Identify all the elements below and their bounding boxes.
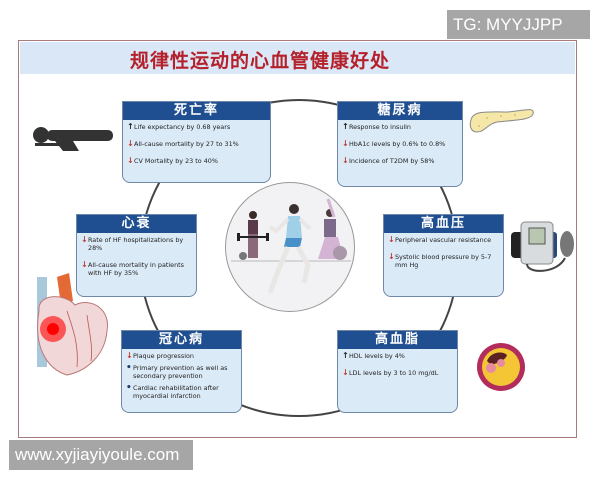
arrow-down-icon: ↓: [342, 139, 349, 148]
mortality-box: 死亡率 ↑Life expectancy by 0.68 years ↓All-…: [122, 101, 271, 183]
list-item: ↑Life expectancy by 0.68 years: [127, 122, 231, 132]
arrow-down-icon: ↓: [388, 235, 395, 244]
watermark-top: TG: MYYJJPP: [447, 10, 590, 39]
list-item: ↓All-cause mortality by 27 to 31%: [127, 139, 239, 149]
bullet-icon: •: [126, 383, 132, 393]
box-title: 心衰: [77, 215, 196, 233]
list-item: ↓Peripheral vascular resistance: [388, 235, 492, 245]
pancreas-icon: [469, 109, 534, 133]
coronary-disease-box: 冠心病 ↓Plaque progression •Primary prevent…: [121, 330, 242, 413]
list-item: ↓Incidence of T2DM by 58%: [342, 156, 435, 166]
list-item: •Cardiac rehabilitation after myocardial…: [126, 383, 219, 401]
lying-person-icon: [33, 127, 113, 151]
list-item: ↓LDL levels by 3 to 10 mg/dL: [342, 368, 439, 378]
exercise-people-illustration: [225, 182, 355, 312]
heart-icon: [37, 273, 108, 376]
list-item: ↓HbA1c levels by 0.6% to 0.8%: [342, 139, 446, 149]
bullet-icon: •: [126, 363, 132, 373]
arrow-down-icon: ↓: [127, 139, 134, 148]
infographic-frame: 规律性运动的心血管健康好处: [18, 40, 577, 438]
list-item: ↓Plaque progression: [126, 351, 194, 361]
box-title: 高血脂: [338, 331, 457, 349]
arrow-down-icon: ↓: [342, 368, 349, 377]
arrow-down-icon: ↓: [388, 252, 395, 261]
hypertension-box: 高血压 ↓Peripheral vascular resistance ↓Sys…: [383, 214, 504, 297]
list-item: ↓Systolic blood pressure by 5-7 mm Hg: [388, 252, 492, 270]
arrow-up-icon: ↑: [342, 351, 349, 360]
box-title: 死亡率: [123, 102, 270, 120]
box-title: 冠心病: [122, 331, 241, 349]
list-item: ↓All-cause mortality in patients with HF…: [81, 260, 184, 278]
arrow-down-icon: ↓: [81, 235, 88, 244]
watermark-bottom: www.xyjiayiyoule.com: [9, 440, 193, 470]
list-item: •Primary prevention as well as secondary…: [126, 363, 228, 381]
arrow-up-icon: ↑: [127, 122, 134, 131]
arrow-down-icon: ↓: [126, 351, 133, 360]
list-item: ↓CV Mortality by 23 to 40%: [127, 156, 218, 166]
heart-failure-box: 心衰 ↓Rate of HF hospitalizations by 28% ↓…: [76, 214, 197, 297]
box-title: 糖尿病: [338, 102, 462, 120]
blood-pressure-monitor-icon: [511, 221, 574, 272]
box-title: 高血压: [384, 215, 503, 233]
list-item: ↓Rate of HF hospitalizations by 28%: [81, 235, 184, 253]
arrow-down-icon: ↓: [342, 156, 349, 165]
infographic-title: 规律性运动的心血管健康好处: [130, 50, 391, 72]
list-item: ↑HDL levels by 4%: [342, 351, 405, 361]
arrow-down-icon: ↓: [81, 260, 88, 269]
arrow-down-icon: ↓: [127, 156, 134, 165]
hyperlipidemia-box: 高血脂 ↑HDL levels by 4% ↓LDL levels by 3 t…: [337, 330, 458, 413]
exercise-people-icon: [231, 198, 351, 294]
list-item: ↑Response to insulin: [342, 122, 411, 132]
title-band: 规律性运动的心血管健康好处: [20, 42, 575, 74]
artery-plaque-icon: [477, 343, 525, 391]
diabetes-box: 糖尿病 ↑Response to insulin ↓HbA1c levels b…: [337, 101, 463, 187]
arrow-up-icon: ↑: [342, 122, 349, 131]
